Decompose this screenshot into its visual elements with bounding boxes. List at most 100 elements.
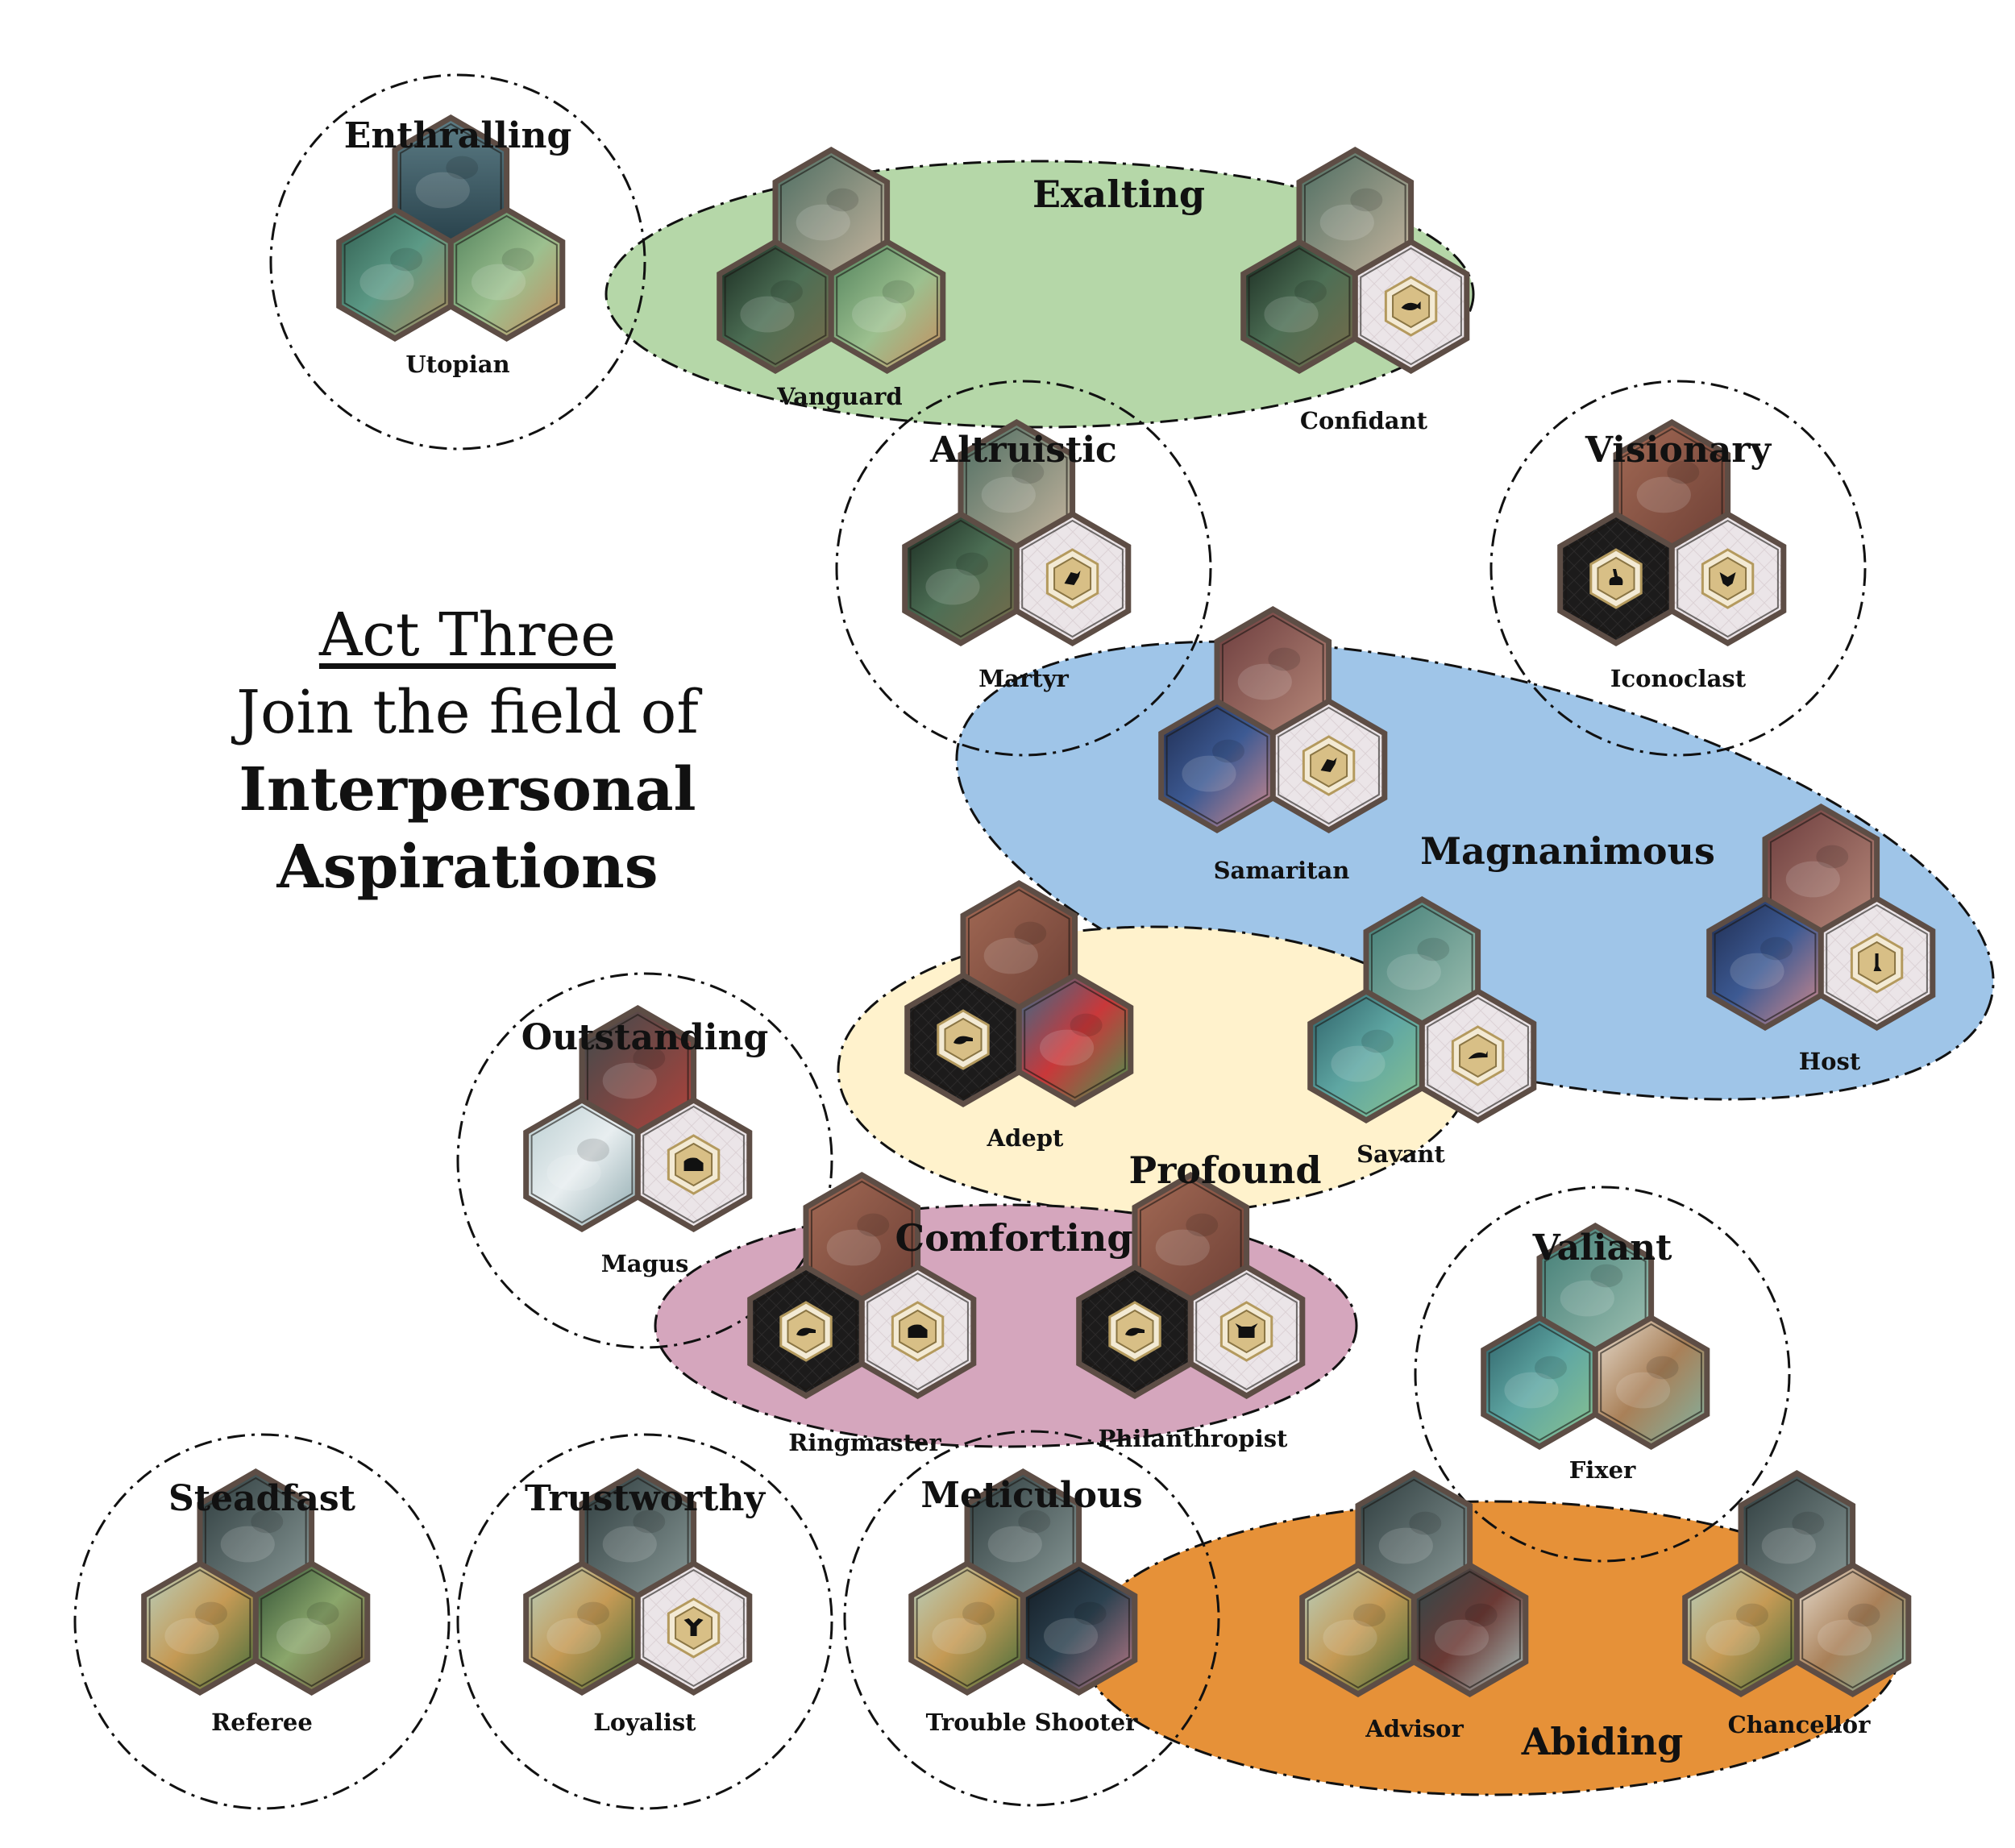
card-label-referee: Referee — [211, 1709, 313, 1736]
card-advisor[interactable] — [1299, 1469, 1529, 1698]
card-magus[interactable] — [523, 1004, 753, 1233]
card-fixer[interactable] — [1481, 1222, 1710, 1451]
card-back-tile — [1355, 1469, 1473, 1606]
card-chancellor[interactable] — [1682, 1469, 1912, 1698]
act-title: Act Three — [318, 600, 617, 670]
fox-icon — [1701, 548, 1755, 609]
card-label-samaritan: Samaritan — [1214, 857, 1350, 884]
card-label-advisor: Advisor — [1365, 1715, 1464, 1742]
card-ringmaster[interactable] — [747, 1171, 977, 1400]
card-host[interactable] — [1706, 803, 1936, 1032]
dolphin-icon — [1451, 1025, 1505, 1086]
card-left-tile — [1307, 987, 1425, 1124]
outstanding-group-title: Outstanding — [521, 1017, 768, 1058]
card-right-tile — [634, 1559, 753, 1696]
outstanding-group-circle — [456, 972, 833, 1349]
card-left-tile — [1299, 1561, 1417, 1698]
card-left-tile — [1240, 238, 1358, 375]
card-label-confidant: Confidant — [1300, 407, 1428, 434]
card-right-tile — [1187, 1263, 1306, 1400]
card-left-tile — [1706, 895, 1824, 1032]
card-right-tile — [1410, 1561, 1529, 1698]
platypus-icon — [937, 1009, 990, 1070]
card-left-tile — [1557, 510, 1675, 647]
meticulous-group-circle — [843, 1430, 1220, 1807]
bull-icon — [1219, 1301, 1273, 1362]
aspiration-labels: ExaltingVanguardConfidantMagnanimousSama… — [168, 115, 1871, 1763]
card-back-tile — [1738, 1469, 1856, 1606]
aspiration-cards — [141, 114, 1936, 1698]
card-label-trouble-shooter: Trouble Shooter — [926, 1709, 1139, 1736]
card-left-tile — [747, 1263, 865, 1400]
card-right-tile — [1793, 1561, 1912, 1698]
field-name-line-2: Aspirations — [276, 833, 659, 902]
card-label-host: Host — [1799, 1048, 1861, 1075]
profound-group-title: Profound — [1128, 1148, 1321, 1192]
card-right-tile — [447, 206, 566, 343]
card-right-tile — [1020, 1559, 1138, 1696]
card-right-tile — [1269, 697, 1388, 834]
card-label-loyalist: Loyalist — [593, 1709, 696, 1736]
trustworthy-group-circle — [456, 1433, 833, 1810]
enthralling-group-title: Enthralling — [344, 115, 571, 156]
trustworthy-group-title: Trustworthy — [525, 1478, 767, 1519]
card-left-tile — [1158, 697, 1276, 834]
card-right-tile — [1668, 510, 1787, 647]
card-back-tile — [579, 1004, 697, 1141]
card-label-savant: Savant — [1356, 1140, 1445, 1168]
card-left-tile — [336, 206, 454, 343]
bison-icon — [891, 1301, 945, 1362]
card-martyr[interactable] — [902, 418, 1132, 647]
card-back-tile — [1132, 1171, 1250, 1308]
card-utopian[interactable] — [336, 114, 566, 343]
card-right-tile — [1016, 971, 1134, 1108]
card-right-tile — [828, 238, 946, 375]
card-left-tile — [904, 971, 1022, 1108]
card-referee[interactable] — [141, 1468, 371, 1696]
card-back-tile — [964, 1468, 1082, 1605]
card-confidant[interactable] — [1240, 146, 1470, 375]
card-back-tile — [960, 879, 1078, 1016]
card-left-tile — [1481, 1314, 1598, 1451]
card-savant[interactable] — [1307, 895, 1537, 1124]
card-trouble-shooter[interactable] — [908, 1468, 1138, 1696]
card-back-tile — [958, 418, 1076, 555]
card-right-tile — [634, 1096, 753, 1233]
exalting-group-title: Exalting — [1032, 172, 1205, 216]
moose-icon — [667, 1597, 721, 1659]
card-iconoclast[interactable] — [1557, 418, 1787, 647]
card-right-tile — [858, 1263, 977, 1400]
field-name-line-1: Interpersonal — [239, 755, 696, 824]
card-left-tile — [908, 1559, 1026, 1696]
visionary-group-circle — [1489, 380, 1867, 757]
valiant-group-title: Valiant — [1532, 1227, 1673, 1269]
rabbit-icon — [1589, 548, 1643, 609]
act-heading: Act Three Join the field of Interpersona… — [145, 596, 790, 906]
platypus-icon — [1108, 1301, 1161, 1362]
card-label-ringmaster: Ringmaster — [788, 1429, 941, 1456]
card-back-tile — [772, 146, 891, 283]
card-right-tile — [1013, 510, 1132, 647]
card-samaritan[interactable] — [1158, 605, 1388, 834]
steadfast-group-circle — [73, 1433, 451, 1810]
card-left-tile — [141, 1559, 259, 1696]
card-right-tile — [252, 1559, 371, 1696]
card-label-fixer: Fixer — [1569, 1456, 1636, 1484]
card-label-magus: Magus — [601, 1250, 689, 1277]
card-philanthropist[interactable] — [1076, 1171, 1306, 1400]
visionary-group-title: Visionary — [1585, 430, 1772, 471]
card-adept[interactable] — [904, 879, 1134, 1108]
card-loyalist[interactable] — [523, 1468, 753, 1696]
act-subtitle: Join the field of — [236, 678, 699, 747]
card-left-tile — [523, 1559, 641, 1696]
steadfast-group-title: Steadfast — [168, 1478, 356, 1519]
card-label-philanthropist: Philanthropist — [1099, 1425, 1289, 1452]
altruistic-group-title: Altruistic — [929, 430, 1117, 471]
enthralling-group-circle — [269, 73, 646, 451]
abiding-group-title: Abiding — [1521, 1720, 1684, 1763]
card-back-tile — [392, 114, 510, 251]
card-left-tile — [1682, 1561, 1800, 1698]
card-vanguard[interactable] — [717, 146, 946, 375]
card-back-tile — [1613, 418, 1731, 555]
